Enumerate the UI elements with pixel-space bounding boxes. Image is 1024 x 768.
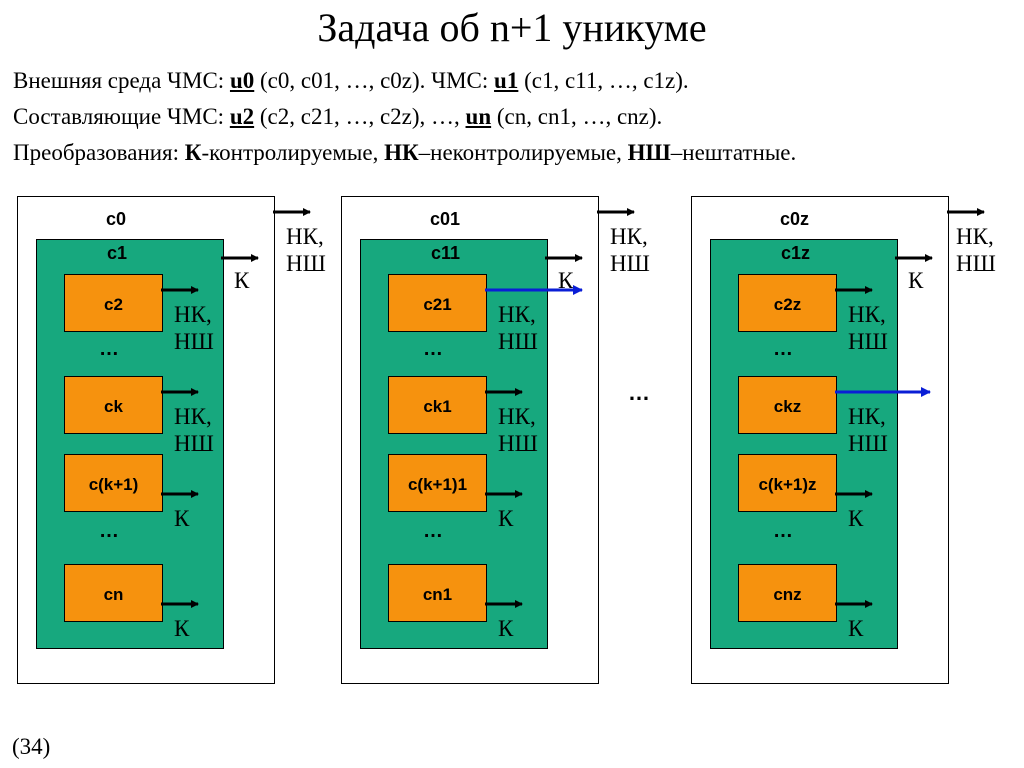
ellipsis: … (423, 520, 443, 542)
system-box: c11 c21 … ck1 c(k+1)1 … cn1 (360, 239, 548, 649)
block-arrow-label: НК,НШ (174, 302, 214, 354)
inner-arrow-label: К (234, 268, 250, 293)
block-arrow-label: К (848, 616, 864, 641)
u0-label: u0 (229, 68, 255, 93)
block-arrow-label: НК,НШ (498, 302, 538, 354)
ellipsis-between: … (628, 380, 650, 405)
outer-arrow-label: НК,НШ (610, 224, 650, 276)
inner-arrow-label: К (908, 268, 924, 293)
outer-label: c0z (780, 209, 810, 229)
block-arrow-label: К (174, 506, 190, 531)
component-block: cn1 (388, 564, 487, 622)
block-arrow-label: НК,НШ (174, 404, 214, 456)
outer-label: c0 (106, 209, 127, 229)
slide-number: (34) (12, 734, 51, 759)
component-block: ckz (738, 376, 837, 434)
block-arrow-label: НК,НШ (848, 302, 888, 354)
component-block: cnz (738, 564, 837, 622)
outer-arrow-label: НК,НШ (286, 224, 326, 276)
block-arrow-label: НК,НШ (498, 404, 538, 456)
k-label: К (184, 140, 202, 165)
ellipsis: … (99, 338, 119, 360)
block-arrow-label: К (848, 506, 864, 531)
block-arrow-label: НК,НШ (848, 404, 888, 456)
u1-label: u1 (494, 68, 519, 93)
system-box: c1z c2z … ckz c(k+1)z … cnz (710, 239, 898, 649)
outer-label: c01 (430, 209, 461, 229)
u2-label: u2 (229, 104, 255, 129)
ellipsis: … (423, 338, 443, 360)
block-arrow-label: К (174, 616, 190, 641)
inner-label: c11 (431, 243, 461, 263)
component-block: c2 (64, 274, 163, 332)
line-transformations: Преобразования: К-контролируемые, НК–нек… (13, 140, 797, 165)
page-title: Задача об n+1 уникуме (317, 5, 707, 50)
outer-arrow-label: НК,НШ (956, 224, 996, 276)
outer-env-box: c0z c1z c2z … ckz c(k+1)z … cnz НК,НШ К … (691, 196, 996, 684)
component-block: c(k+1) (64, 454, 163, 512)
component-block: c(k+1)z (738, 454, 837, 512)
line-components: Составляющие ЧМС: u2 (c2, c21, …, c2z), … (13, 104, 663, 129)
component-block: ck (64, 376, 163, 434)
nsh-label: НШ (627, 140, 671, 165)
component-block: ck1 (388, 376, 487, 434)
component-block: c2z (738, 274, 837, 332)
inner-label: c1z (781, 243, 811, 263)
ellipsis: … (99, 520, 119, 542)
inner-arrow-label: К (558, 268, 574, 293)
block-arrow-label: К (498, 506, 514, 531)
un-label: un (465, 104, 492, 129)
block-arrow-label: К (498, 616, 514, 641)
ellipsis: … (773, 520, 793, 542)
component-block: cn (64, 564, 163, 622)
line-external-env: Внешняя среда ЧМС: u0 (c0, c01, …, c0z).… (13, 68, 689, 93)
outer-env-box: c01 c11 c21 … ck1 c(k+1)1 … cn1 НК,НШ К … (341, 196, 650, 684)
component-block: c(k+1)1 (388, 454, 487, 512)
ellipsis: … (773, 338, 793, 360)
inner-label: c1 (107, 243, 128, 263)
outer-env-box: c0 c1 c2 … ck c(k+1) … cn НК,НШ К НК,НШ … (17, 196, 326, 684)
system-box: c1 c2 … ck c(k+1) … cn (36, 239, 224, 649)
nk-label: НК (384, 140, 419, 165)
component-block: c21 (388, 274, 487, 332)
